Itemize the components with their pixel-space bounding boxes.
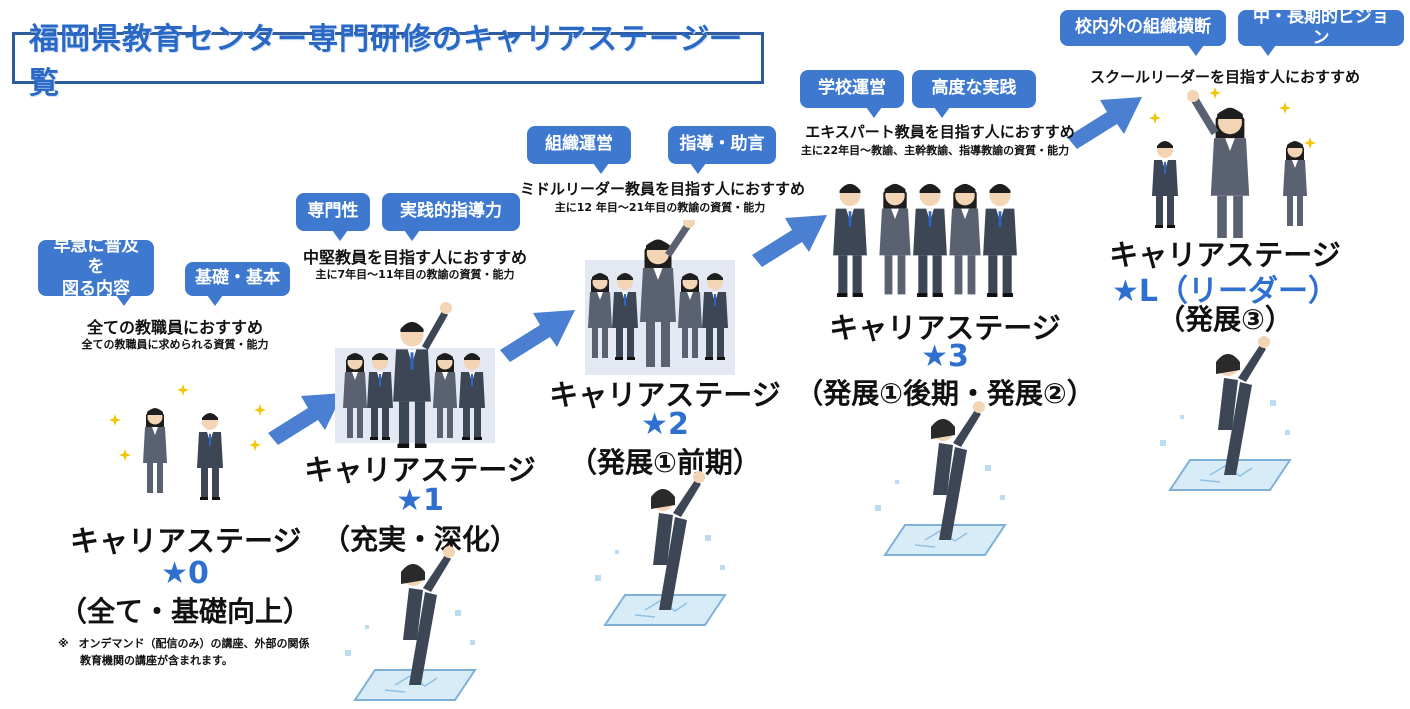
arrow-stage2-to-3: [752, 215, 827, 267]
stageL-number: ★L（リーダー）: [1111, 274, 1338, 309]
stage0-recommend: 全ての教職員におすすめ: [86, 318, 263, 337]
page-title-frame: 福岡県教育センター専門研修のキャリアステージ一覧: [12, 22, 764, 101]
stageL-name: キャリアステージ: [1109, 238, 1341, 272]
stage1-number: ★1: [396, 483, 444, 518]
stage1-tag-practical: 実践的指導力: [382, 193, 520, 241]
note-line-2: 教育機関の講座が含まれます。: [80, 653, 233, 667]
stage0-note: ※ オンデマンド（配信のみ）の講座、外部の関係 教育機関の講座が含まれます。: [58, 636, 310, 669]
stage1-group-illustration: [335, 302, 495, 448]
stage3-tag-management: 学校運営: [800, 70, 904, 118]
stage1-detail: 主に7年目～11年目の教諭の資質・能力: [315, 268, 515, 281]
arrow-stage3-to-L: [1067, 97, 1142, 149]
stage0-detail: 全ての教職員に求められる資質・能力: [81, 338, 269, 351]
stageL-tag-cross-org: 校内外の組織横断: [1060, 10, 1226, 56]
stage2-detail: 主に12 年目～21年目の教諭の資質・能力: [554, 201, 766, 214]
stage3-name: キャリアステージ: [829, 311, 1061, 345]
stageL-category: （発展③）: [1157, 303, 1293, 336]
page-title: 福岡県教育センター専門研修のキャリアステージ一覧: [29, 22, 742, 101]
stage0-tag-basics: 基礎・基本: [185, 262, 290, 306]
stage2-group-illustration: [585, 220, 735, 375]
stage2-recommend: ミドルリーダー教員を目指す人におすすめ: [520, 180, 806, 198]
stageL-recommend: スクールリーダーを目指す人におすすめ: [1089, 68, 1360, 86]
note-mark: ※: [58, 637, 69, 650]
stageL-breakthrough-illustration: [1159, 335, 1291, 491]
stage2-tag-organization: 組織運営: [527, 126, 631, 174]
stage3-detail: 主に22年目～教諭、主幹教諭、指導教諭の資質・能力: [800, 144, 1070, 157]
stage2-tag-guidance: 指導・助言: [668, 126, 776, 174]
stage3-category: （発展①後期・発展②）: [795, 377, 1095, 410]
arrow-stage0-to-1: [268, 393, 343, 445]
stage3-tag-advanced: 高度な実践: [912, 70, 1036, 118]
stage0-tag-priority: 早急に普及を 図る内容: [38, 236, 154, 306]
stage2-breakthrough-illustration: [594, 470, 726, 626]
stage2-name: キャリアステージ: [549, 378, 781, 412]
stage0-teachers-illustration: [109, 384, 266, 500]
stage0-name: キャリアステージ: [70, 524, 302, 558]
stage3-recommend: エキスパート教員を目指す人におすすめ: [805, 123, 1075, 141]
stage1-category: （充実・深化）: [321, 523, 518, 556]
stage3-breakthrough-illustration: [874, 400, 1006, 556]
stage1-breakthrough-illustration: [344, 545, 476, 701]
stage1-recommend: 中堅教員を目指す人におすすめ: [302, 248, 527, 267]
arrow-stage1-to-2: [500, 310, 575, 362]
stage1-tag-expertise: 専門性: [296, 193, 370, 241]
stage2-category: （発展①前期）: [569, 446, 761, 479]
note-line-1: オンデマンド（配信のみ）の講座、外部の関係: [78, 637, 310, 650]
stageL-tag-vision: 中・長期的ビジョン: [1238, 7, 1404, 56]
stage1-name: キャリアステージ: [304, 453, 536, 487]
stage0-category: （全て・基礎向上）: [58, 595, 311, 628]
stage3-number: ★3: [921, 339, 969, 374]
stage0-number: ★0: [161, 556, 209, 591]
stage2-number: ★2: [641, 407, 689, 442]
stage3-group-illustration: [833, 183, 1017, 297]
stageL-leader-illustration: [1149, 88, 1316, 238]
